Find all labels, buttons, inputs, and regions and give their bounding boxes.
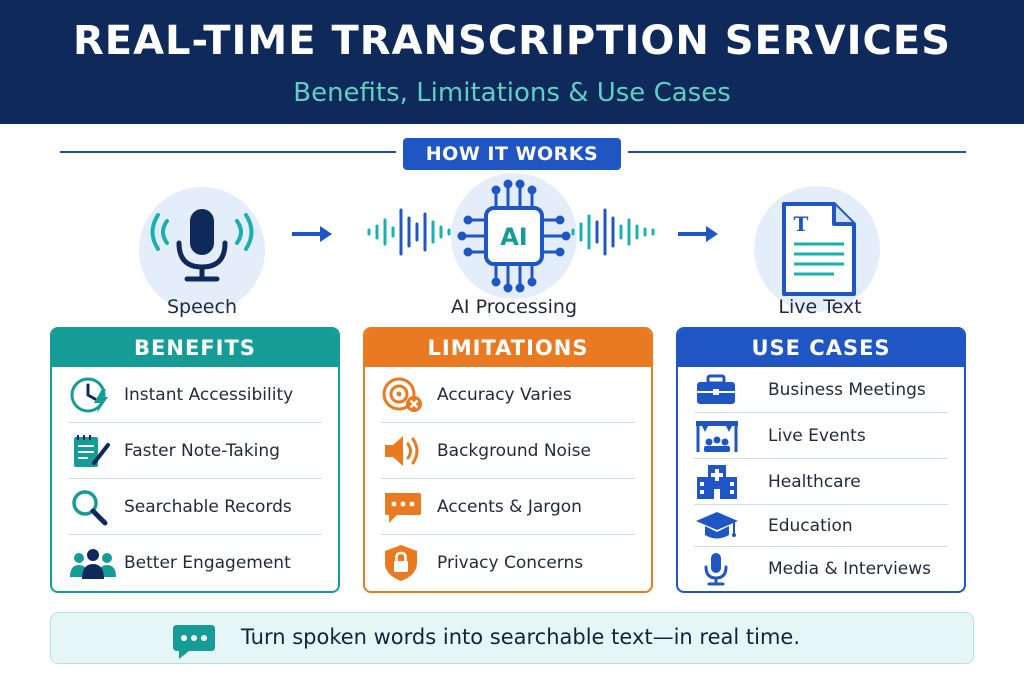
step-label-speech: Speech	[167, 296, 237, 318]
list-item-label: Business Meetings	[768, 379, 926, 400]
list-item-label: Background Noise	[437, 440, 591, 461]
speech-circle	[139, 187, 265, 313]
list-item: Live Events	[694, 413, 948, 459]
list-item: Education	[694, 505, 948, 547]
section-divider-left	[60, 151, 396, 153]
notepad-pen-icon	[74, 434, 110, 467]
document-icon: T	[782, 202, 856, 296]
microphone-icon	[150, 209, 254, 282]
footer-tagline: Turn spoken words into searchable text—i…	[241, 625, 801, 649]
list-item: Accuracy Varies	[381, 367, 635, 423]
arrow-right-icon	[292, 226, 332, 242]
speaker-icon	[385, 435, 419, 466]
list-item-label: Media & Interviews	[768, 559, 932, 579]
list-item: Instant Accessibility	[68, 367, 322, 423]
use-cases-panel-title: USE CASES	[678, 329, 964, 367]
list-item: Media & Interviews	[694, 547, 948, 591]
list-item-label: Accuracy Varies	[437, 384, 572, 405]
list-item-label: Searchable Records	[124, 496, 292, 517]
list-item: Faster Note-Taking	[68, 423, 322, 479]
use-cases-panel: USE CASES Business Meetings Live Events	[676, 327, 966, 593]
benefits-panel-title: BENEFITS	[52, 329, 338, 367]
list-item-label: Healthcare	[768, 471, 861, 492]
hospital-icon	[697, 464, 737, 499]
list-item-label: Privacy Concerns	[437, 553, 584, 573]
page-subtitle: Benefits, Limitations & Use Cases	[293, 78, 731, 108]
svg-text:T: T	[794, 212, 809, 236]
shield-lock-icon	[385, 545, 417, 581]
stage-icon	[696, 420, 738, 452]
section-divider-right	[628, 151, 966, 153]
footer-banner: Turn spoken words into searchable text—i…	[50, 612, 974, 664]
target-error-icon	[382, 377, 422, 412]
benefits-panel: BENEFITS Instant Accessibility Faster No…	[50, 327, 340, 593]
clock-lightning-icon	[70, 377, 108, 413]
arrow-right-icon	[678, 226, 718, 242]
list-item: Accents & Jargon	[381, 479, 635, 535]
list-item-label: Instant Accessibility	[124, 384, 294, 405]
step-label-ai-processing: AI Processing	[450, 296, 578, 318]
chat-bubble-icon	[173, 625, 215, 659]
list-item-label: Education	[768, 515, 853, 536]
list-item: Business Meetings	[694, 367, 948, 413]
ai-chip-icon: AI	[457, 179, 571, 293]
magnifier-icon	[72, 489, 108, 525]
list-item-label: Live Events	[768, 425, 866, 446]
list-item: Privacy Concerns	[381, 535, 635, 591]
page-title: REAL-TIME TRANSCRIPTION SERVICES	[72, 18, 952, 64]
list-item-label: Accents & Jargon	[437, 496, 582, 517]
step-label-live-text: Live Text	[778, 296, 862, 318]
ai-processing-circle: AI	[451, 173, 577, 299]
limitations-panel-title: LIMITATIONS	[365, 329, 651, 367]
people-group-icon	[70, 549, 116, 579]
limitations-panel: LIMITATIONS Accuracy Varies Background N…	[363, 327, 653, 593]
waveform-left-icon	[367, 208, 451, 256]
header-banner: REAL-TIME TRANSCRIPTION SERVICES Benefit…	[0, 0, 1024, 124]
graduation-cap-icon	[696, 511, 738, 538]
microphone-icon	[704, 553, 728, 586]
live-text-circle: T	[754, 186, 880, 312]
svg-text:AI: AI	[500, 223, 528, 251]
list-item: Searchable Records	[68, 479, 322, 535]
list-item-label: Faster Note-Taking	[124, 440, 280, 461]
list-item-label: Better Engagement	[124, 553, 291, 573]
chat-bubble-icon	[385, 492, 421, 523]
list-item: Better Engagement	[68, 535, 322, 591]
briefcase-icon	[697, 374, 735, 404]
list-item: Healthcare	[694, 459, 948, 505]
how-it-works-badge: HOW IT WORKS	[403, 138, 621, 170]
waveform-right-icon	[571, 208, 655, 256]
list-item: Background Noise	[381, 423, 635, 479]
